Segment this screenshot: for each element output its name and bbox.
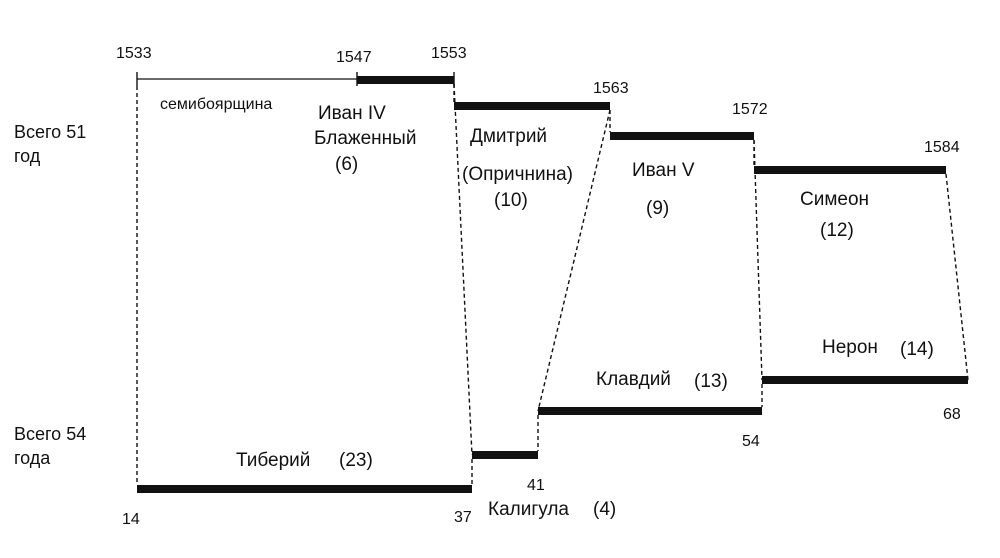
year-37: 37	[454, 509, 472, 526]
correspondence-1584-68	[945, 173, 969, 381]
simeon-name: Симеон	[800, 189, 869, 210]
ivan4-name-line1: Иван IV	[318, 103, 386, 124]
year-1547: 1547	[336, 49, 372, 66]
bottom-total-label-line1: Всего 54	[14, 424, 86, 444]
correspondence-1572-54	[753, 139, 763, 381]
ivan4-years: (6)	[335, 154, 358, 175]
year-41: 41	[527, 477, 545, 494]
correspondence-1563-41	[537, 109, 611, 412]
claudius-years: (13)	[694, 371, 728, 392]
correspondence-1553-37	[453, 83, 473, 456]
caligula-name: Калигула	[488, 499, 569, 520]
year-68: 68	[943, 406, 961, 423]
ivan5-name: Иван V	[632, 160, 695, 181]
dmitry-years: (10)	[494, 190, 528, 211]
simeon-years: (12)	[820, 220, 854, 241]
top-total-label-line1: Всего 51	[14, 122, 86, 142]
dmitry-name-line2: (Опричнина)	[462, 164, 573, 185]
tiberius-name: Тиберий	[236, 450, 310, 471]
year-1572: 1572	[732, 101, 768, 118]
semiboyarshchina-label: семибоярщина	[160, 96, 272, 113]
tiberius-years: (23)	[339, 450, 373, 471]
caligula-years: (4)	[593, 499, 616, 520]
year-1584: 1584	[924, 139, 960, 156]
dmitry-name-line1: Дмитрий	[470, 126, 547, 147]
claudius-name: Клавдий	[596, 369, 671, 390]
ivan4-name-line2: Блаженный	[314, 128, 416, 149]
year-14: 14	[122, 511, 140, 528]
top-total-label-line2: год	[14, 146, 41, 166]
year-54: 54	[742, 433, 760, 450]
year-1563: 1563	[593, 80, 629, 97]
year-1533: 1533	[116, 45, 152, 62]
bottom-total-label-line2: года	[14, 448, 51, 468]
nero-name: Нерон	[822, 337, 878, 358]
ivan5-years: (9)	[646, 198, 669, 219]
year-1553: 1553	[431, 45, 467, 62]
nero-years: (14)	[900, 339, 934, 360]
